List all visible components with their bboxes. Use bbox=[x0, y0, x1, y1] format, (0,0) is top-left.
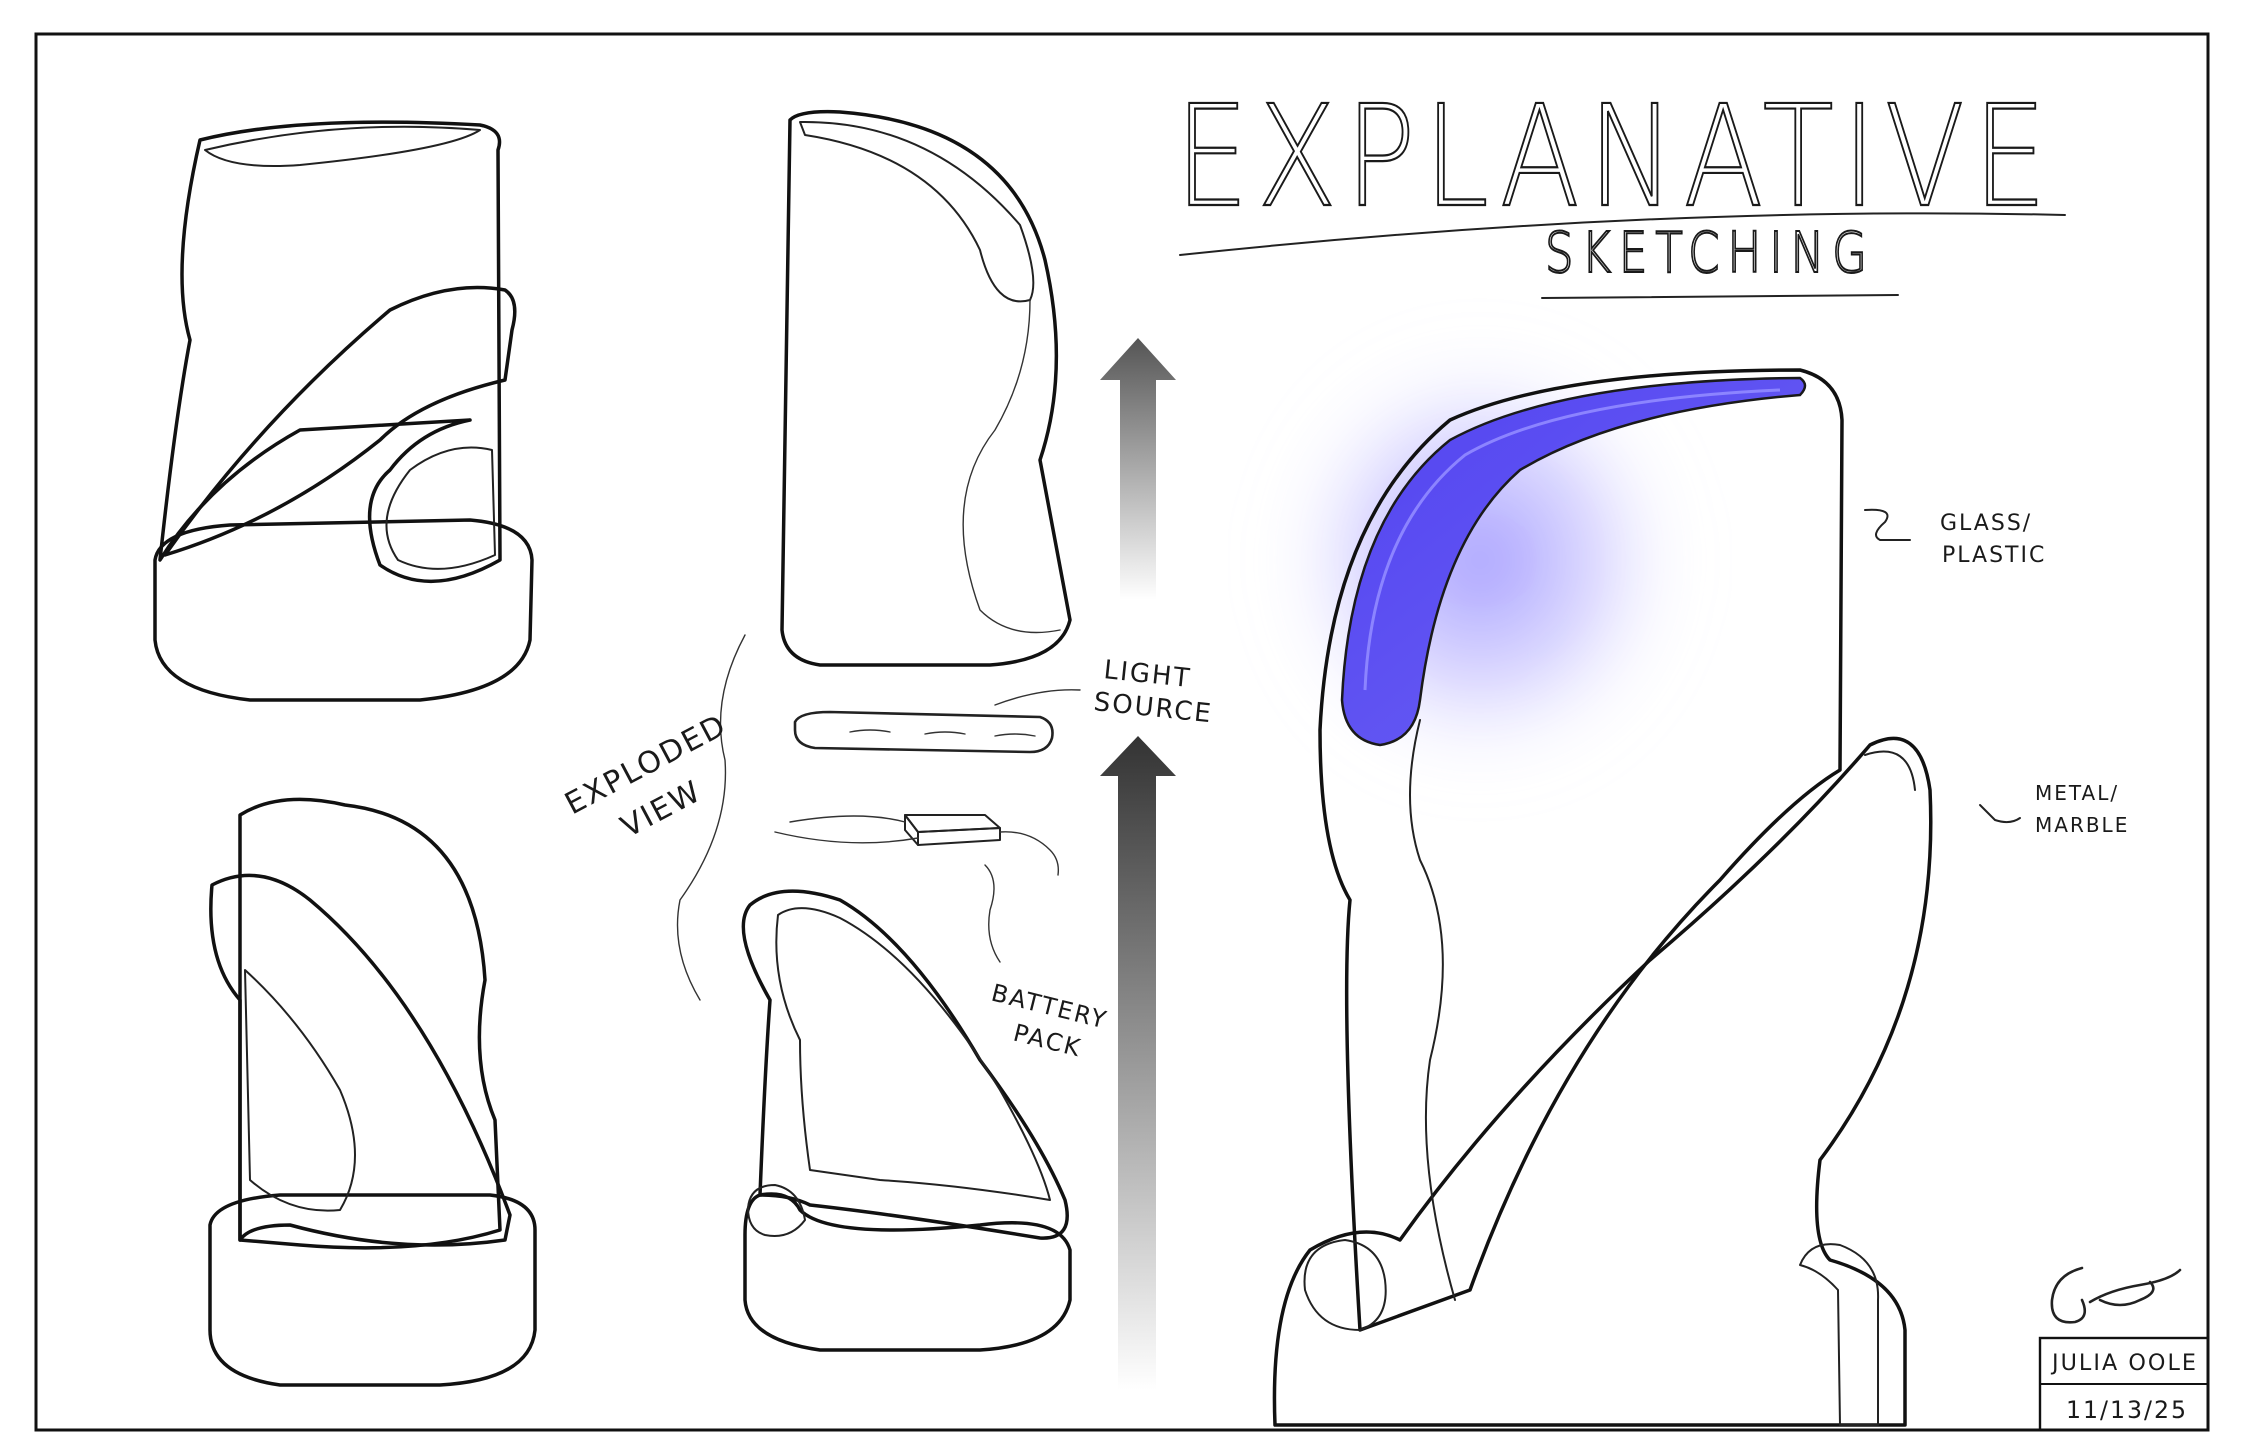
metal-marble-label-line1: METAL/ bbox=[2035, 781, 2119, 805]
sketch-date: 11/13/25 bbox=[2066, 1396, 2188, 1424]
title-main: EXPLANATIVE bbox=[1175, 76, 2055, 239]
metal-marble-label-line2: MARBLE bbox=[2035, 813, 2129, 837]
glass-plastic-label-line2: PLASTIC bbox=[1942, 543, 2046, 568]
glass-plastic-label-line1: GLASS/ bbox=[1940, 511, 2032, 536]
title-sub: SKETCHING bbox=[1545, 221, 1875, 286]
author-name: JULIA OOLE bbox=[2050, 1351, 2198, 1376]
